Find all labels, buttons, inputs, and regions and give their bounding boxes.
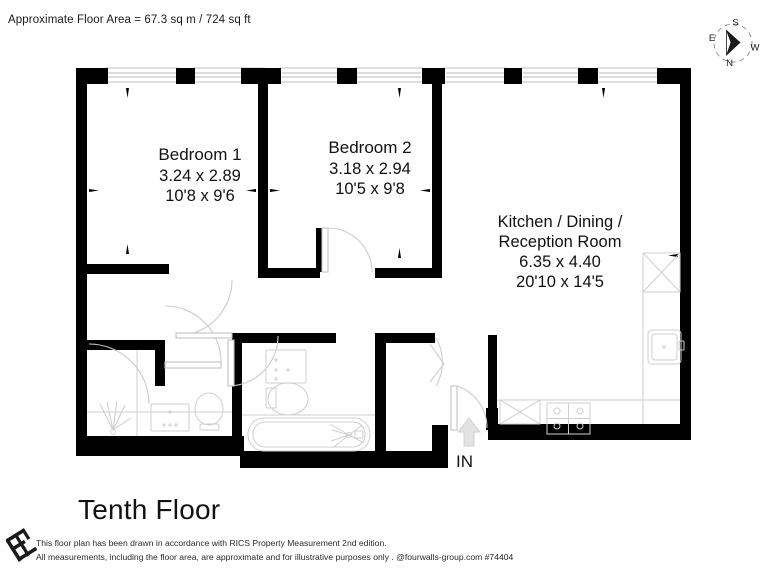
door-bathroom bbox=[227, 335, 279, 387]
door-entrance bbox=[450, 385, 488, 431]
wall-kitchen-left bbox=[432, 78, 442, 278]
door-bedroom-2 bbox=[321, 227, 373, 273]
disclaimer: This floor plan has been drawn in accord… bbox=[36, 536, 513, 564]
door-hall-left bbox=[175, 279, 233, 339]
compass-label-bottom: N bbox=[726, 58, 733, 69]
pillar-2 bbox=[176, 68, 195, 84]
wall-bedroom1-bottom bbox=[87, 264, 169, 274]
window-7 bbox=[596, 67, 660, 83]
wall-outer-left bbox=[76, 68, 87, 456]
door-hall-lower-left bbox=[88, 343, 150, 405]
wall-bedroom-divider bbox=[258, 78, 268, 278]
disclaimer-line-1: This floor plan has been drawn in accord… bbox=[36, 538, 387, 548]
ensuite-fixtures bbox=[87, 350, 232, 436]
kitchen-unit-upper-right bbox=[642, 252, 681, 293]
wall-hall-left-upper bbox=[87, 340, 165, 350]
bathroom-fixtures bbox=[242, 349, 375, 452]
brand-logo bbox=[5, 522, 40, 566]
window-6 bbox=[520, 67, 582, 83]
wall-kitchen-left-lower bbox=[488, 335, 497, 433]
disclaimer-line-2: All measurements, including the floor ar… bbox=[36, 552, 514, 563]
door-bedroom-1 bbox=[164, 305, 222, 369]
bathroom-toilet bbox=[265, 382, 309, 416]
room-name-bedroom-1: Bedroom 1 bbox=[158, 145, 242, 164]
room-label-bedroom-1: Bedroom 1 3.24 x 2.89 10'8 x 9'6 bbox=[120, 145, 280, 206]
room-dim-imperial-bedroom-2: 10'5 x 9'8 bbox=[335, 179, 405, 198]
wall-hall-top-mid bbox=[232, 333, 336, 343]
dimension-ticks bbox=[89, 88, 678, 434]
door-kitchen-hall bbox=[429, 337, 445, 387]
compass-label-right: W bbox=[751, 43, 760, 54]
pillar-6 bbox=[504, 68, 522, 84]
compass-label-left: E bbox=[709, 33, 715, 44]
wall-bottom-right-stub bbox=[432, 425, 448, 455]
room-dim-imperial-bedroom-1: 10'8 x 9'6 bbox=[165, 186, 235, 205]
room-name-bedroom-2: Bedroom 2 bbox=[328, 138, 412, 157]
window-5 bbox=[443, 67, 507, 83]
wall-entrance-jamb bbox=[486, 408, 498, 430]
wall-bedroom2-bottom-left bbox=[258, 268, 320, 278]
kitchen-hob bbox=[546, 402, 591, 435]
tick-kitchen-top bbox=[602, 88, 605, 98]
window-1 bbox=[105, 67, 179, 83]
tick-bedroom2-bottom bbox=[398, 248, 401, 258]
walls bbox=[76, 68, 691, 468]
room-label-kitchen-dining-reception: Kitchen / Dining / Reception Room 6.35 x… bbox=[462, 212, 658, 293]
compass-label-top: S bbox=[732, 18, 738, 29]
room-dim-metric-bedroom-1: 3.24 x 2.89 bbox=[159, 166, 241, 185]
bathtub bbox=[247, 417, 371, 452]
doors bbox=[88, 227, 488, 431]
room-name-kdr-line1: Kitchen / Dining / bbox=[497, 213, 623, 231]
ensuite-toilet bbox=[194, 392, 224, 431]
wall-bath-top-right bbox=[375, 333, 435, 343]
kitchen-unit-bottom-left bbox=[499, 399, 541, 425]
wall-bottom-mid bbox=[240, 451, 448, 468]
window-4 bbox=[354, 67, 424, 83]
pillar-4 bbox=[337, 68, 357, 84]
wall-bottom-left bbox=[76, 436, 244, 456]
wall-outer-right bbox=[680, 68, 691, 440]
pillar-3 bbox=[241, 68, 281, 84]
room-dim-metric-bedroom-2: 3.18 x 2.94 bbox=[329, 159, 411, 178]
room-label-bedroom-2: Bedroom 2 3.18 x 2.94 10'5 x 9'8 bbox=[288, 138, 452, 199]
compass-rose: S E W N bbox=[702, 12, 764, 74]
wall-bath-right bbox=[375, 333, 386, 451]
tick-bedroom1-top bbox=[126, 88, 129, 98]
room-dim-imperial-kdr: 20'10 x 14'5 bbox=[516, 273, 604, 292]
wall-bath-left bbox=[232, 333, 242, 451]
kitchen-sink bbox=[647, 329, 685, 365]
tick-bedroom2-top bbox=[398, 88, 401, 98]
bathroom-basin bbox=[265, 349, 307, 384]
floor-title: Tenth Floor bbox=[78, 494, 221, 525]
plan-geometry bbox=[76, 67, 691, 468]
room-dim-metric-kdr: 6.35 x 4.40 bbox=[519, 253, 601, 272]
tick-kitchen-bottom bbox=[602, 424, 605, 434]
tick-bedroom1-bottom bbox=[126, 244, 129, 254]
tick-bedroom1-left bbox=[89, 189, 99, 192]
tick-bedroom2-left bbox=[270, 189, 280, 192]
wall-bedroom2-door-jamb bbox=[316, 228, 324, 272]
tick-bedroom2-right bbox=[420, 189, 430, 192]
shower-fixture bbox=[99, 400, 132, 435]
entrance-arrow bbox=[456, 417, 482, 447]
kitchen-fixtures bbox=[497, 252, 685, 435]
wall-bedroom2-bottom-right bbox=[375, 268, 442, 278]
ensuite-basin bbox=[150, 403, 190, 432]
entrance-label: IN bbox=[456, 452, 473, 471]
room-name-kdr-line2: Reception Room bbox=[498, 233, 622, 252]
wall-ensuite-right bbox=[155, 340, 165, 386]
tick-kitchen-right bbox=[668, 254, 678, 257]
floor-area-note: Approximate Floor Area = 67.3 sq m / 724… bbox=[8, 14, 251, 26]
pillar-7 bbox=[578, 68, 598, 84]
tick-bedroom1-right bbox=[246, 189, 256, 192]
window-3 bbox=[279, 67, 341, 83]
